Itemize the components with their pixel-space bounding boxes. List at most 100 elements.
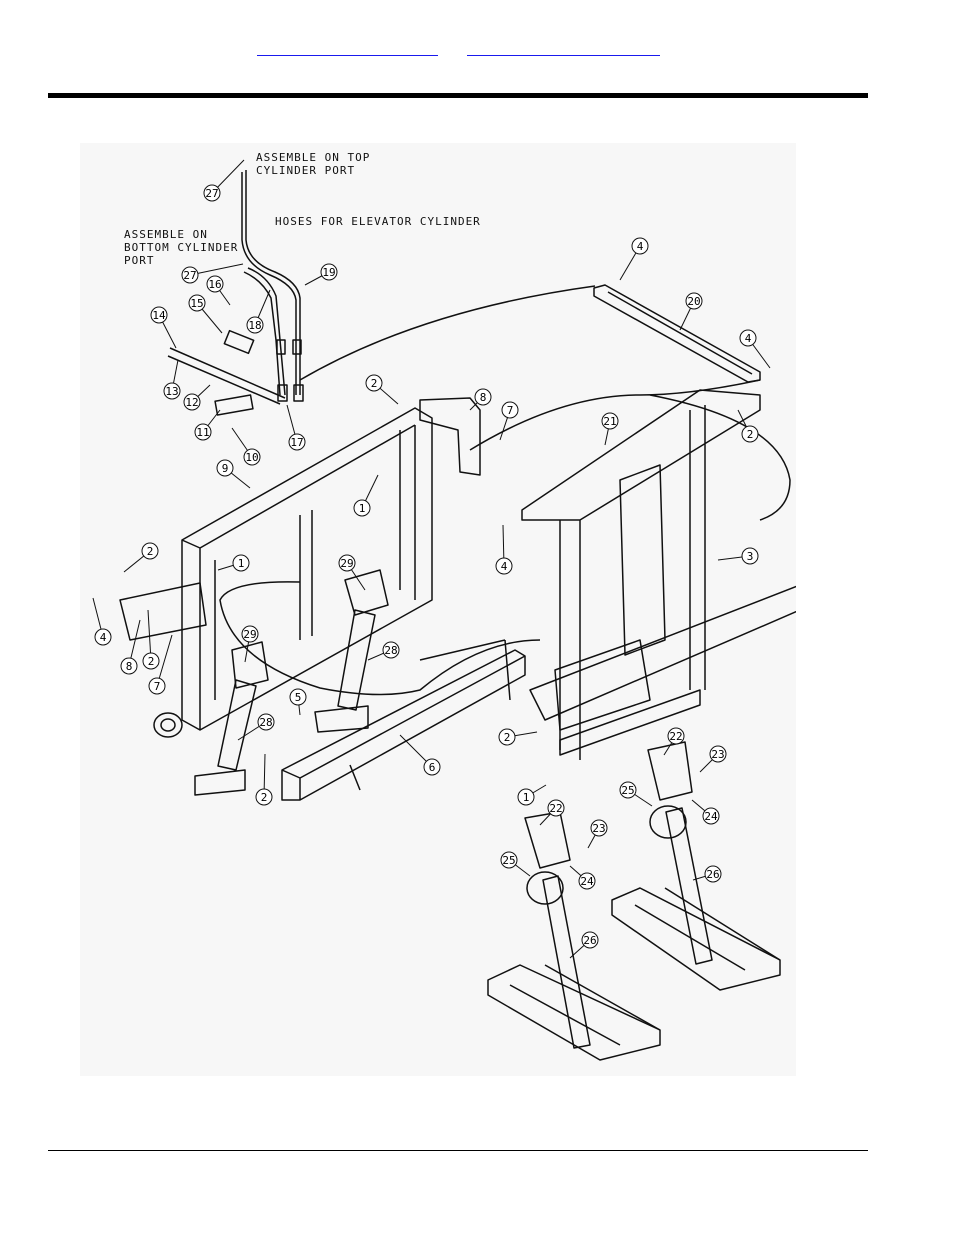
callout-2: 2 (366, 375, 398, 404)
saddle-22-front (525, 812, 570, 868)
callout-22: 22 (540, 800, 564, 825)
callout-number: 20 (687, 295, 700, 308)
callout-9: 9 (217, 460, 250, 488)
saddle-22-back (648, 742, 692, 800)
callout-number: 29 (243, 628, 256, 641)
callout-number: 22 (549, 802, 562, 815)
svg-text:ASSEMBLE ON TOP: ASSEMBLE ON TOP (256, 151, 370, 164)
callout-4: 4 (93, 598, 111, 645)
header-link-2[interactable] (467, 39, 660, 56)
callout-20: 20 (680, 293, 702, 330)
callout-number: 2 (261, 791, 268, 804)
callout-number: 8 (480, 391, 487, 404)
svg-text:HOSES FOR ELEVATOR CYLINDER: HOSES FOR ELEVATOR CYLINDER (275, 215, 481, 228)
callout-1: 1 (518, 785, 546, 805)
callout-number: 17 (290, 436, 303, 449)
callout-number: 4 (501, 560, 508, 573)
leg-28-right (315, 610, 375, 732)
callout-22: 22 (664, 728, 684, 755)
callout-27: 27 (204, 160, 244, 201)
callout-number: 4 (637, 240, 644, 253)
callout-1: 1 (218, 555, 249, 571)
callout-number: 6 (429, 761, 436, 774)
callout-number: 12 (185, 396, 198, 409)
callout-number: 27 (205, 187, 218, 200)
callout-number: 23 (592, 822, 605, 835)
callout-8: 8 (470, 389, 491, 410)
callout-number: 1 (359, 502, 366, 515)
callout-number: 9 (222, 462, 229, 475)
callout-number: 22 (669, 730, 682, 743)
callout-number: 25 (621, 784, 634, 797)
callout-number: 23 (711, 748, 724, 761)
callout-24: 24 (692, 800, 719, 824)
callout-number: 28 (259, 716, 272, 729)
callout-number: 1 (238, 557, 245, 570)
callout-15: 15 (189, 295, 222, 333)
callout-number: 13 (165, 385, 178, 398)
callout-number: 1 (523, 791, 530, 804)
callout-number: 11 (196, 426, 209, 439)
callout-number: 14 (152, 309, 166, 322)
callout-number: 16 (208, 278, 221, 291)
plate-20 (594, 285, 760, 382)
callout-number: 27 (183, 269, 196, 282)
callout-8: 8 (121, 620, 140, 674)
callout-4: 4 (496, 525, 512, 574)
callout-4: 4 (740, 330, 770, 368)
callout-number: 2 (148, 655, 155, 668)
callout-number: 7 (507, 404, 514, 417)
callout-number: 24 (704, 810, 718, 823)
callout-24: 24 (570, 866, 595, 889)
leg-28-left (195, 680, 256, 795)
callout-28: 28 (368, 642, 399, 660)
callout-18: 18 (247, 290, 270, 333)
callout-number: 5 (295, 691, 302, 704)
callout-13: 13 (164, 360, 180, 399)
callout-4: 4 (620, 238, 648, 280)
callout-number: 19 (322, 266, 335, 279)
callout-number: 2 (747, 428, 754, 441)
callout-2: 2 (143, 610, 159, 669)
callout-number: 26 (706, 868, 719, 881)
callout-number: 25 (502, 854, 515, 867)
callout-number: 15 (190, 297, 203, 310)
stand-26-back (612, 808, 780, 990)
callout-1: 1 (354, 475, 378, 516)
callout-number: 4 (745, 332, 752, 345)
header-link-1[interactable] (257, 39, 438, 56)
diagram-notes: ASSEMBLE ON TOP CYLINDER PORT HOSES FOR … (124, 151, 481, 267)
frame-9 (182, 408, 432, 730)
callout-23: 23 (588, 820, 607, 848)
callout-14: 14 (151, 307, 176, 348)
callout-number: 2 (504, 731, 511, 744)
hose-19 (242, 170, 300, 395)
callout-25: 25 (501, 852, 530, 876)
callout-12: 12 (184, 385, 210, 410)
callout-number: 18 (248, 319, 261, 332)
svg-text:BOTTOM CYLINDER: BOTTOM CYLINDER (124, 241, 238, 254)
callout-25: 25 (620, 782, 652, 806)
callout-21: 21 (602, 413, 618, 445)
callout-number: 8 (126, 660, 133, 673)
callout-7: 7 (500, 402, 518, 440)
callout-29: 29 (339, 555, 365, 590)
callout-26: 26 (570, 932, 598, 958)
callout-2: 2 (256, 754, 272, 805)
beam-6 (282, 650, 525, 800)
callout-2: 2 (124, 543, 158, 572)
callout-number: 3 (747, 550, 754, 563)
callout-16: 16 (207, 276, 230, 305)
callout-11: 11 (195, 410, 220, 440)
stand-26-front (488, 876, 660, 1060)
callout-number: 24 (580, 875, 594, 888)
svg-text:CYLINDER PORT: CYLINDER PORT (256, 164, 355, 177)
svg-text:ASSEMBLE ON: ASSEMBLE ON (124, 228, 208, 241)
callout-5: 5 (290, 689, 306, 715)
callout-3: 3 (718, 548, 758, 564)
callout-number: 2 (371, 377, 378, 390)
callout-17: 17 (287, 405, 305, 450)
callout-28: 28 (238, 714, 274, 740)
parts-drawing-svg: ASSEMBLE ON TOP CYLINDER PORT HOSES FOR … (80, 143, 796, 1076)
callout-6: 6 (400, 735, 440, 775)
